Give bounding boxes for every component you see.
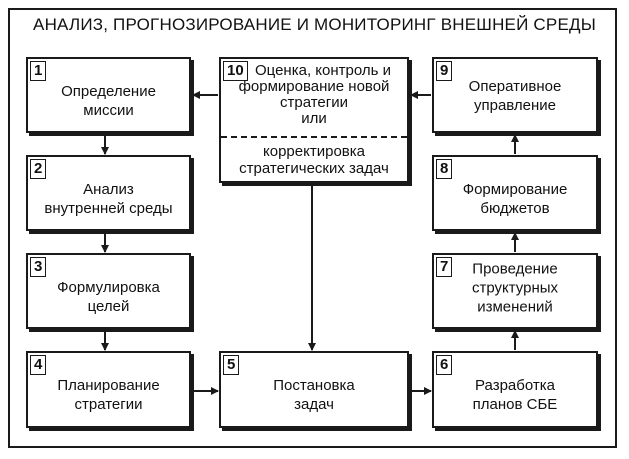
box-7-structural-changes: 7 Проведение структурных изменений — [432, 253, 598, 329]
box-5-task-setting: 5 Постановка задач — [219, 351, 409, 428]
box-10-line-2: формирование новой — [238, 78, 390, 95]
box-8-budgets: 8 Формирование бюджетов — [432, 155, 598, 231]
box-3-number: 3 — [30, 257, 47, 277]
box-3-line-1: Формулировка — [57, 278, 160, 296]
box-8-line-1: Формирование — [462, 180, 568, 198]
box-5-line-2: задач — [294, 396, 334, 414]
box-6-number: 6 — [436, 355, 453, 375]
box-10-line-4: или — [301, 110, 327, 127]
box-2-number: 2 — [30, 159, 47, 179]
box-5-line-1: Постановка — [273, 377, 355, 395]
box-7-number: 7 — [436, 257, 453, 277]
box-9-line-1: Оперативное — [468, 78, 562, 96]
box-1-mission: 1 Определение миссии — [26, 57, 191, 133]
box-1-number: 1 — [30, 61, 47, 81]
box-10-number: 10 — [223, 61, 248, 81]
box-4-line-1: Планирование — [57, 377, 160, 395]
box-7-line-1: Проведение — [472, 260, 558, 278]
box-9-line-2: управление — [473, 97, 557, 115]
box-4-number: 4 — [30, 355, 47, 375]
box-3-goals: 3 Формулировка целей — [26, 253, 191, 329]
box-2-line-2: внутренней среды — [44, 199, 173, 217]
box-3-line-2: целей — [87, 297, 130, 315]
box-7-line-3: изменений — [477, 298, 553, 316]
box-6-line-1: Разработка — [475, 377, 555, 395]
box-10-line-3: стратегии — [280, 94, 348, 111]
box-6-sbu-plans: 6 Разработка планов СБЕ — [432, 351, 598, 428]
box-8-number: 8 — [436, 159, 453, 179]
box-5-number: 5 — [223, 355, 240, 375]
box-7-line-2: структурных — [471, 279, 559, 297]
box-9-number: 9 — [436, 61, 453, 81]
box-10-line-1: Оценка, контроль и — [255, 62, 391, 79]
box-4-line-2: стратегии — [74, 396, 143, 414]
box-9-operational-management: 9 Оперативное управление — [432, 57, 598, 133]
box-10-dashed-divider — [221, 136, 407, 138]
box-2-internal-analysis: 2 Анализ внутренней среды — [26, 155, 191, 231]
box-10-bottom-line-2: стратегических задач — [239, 160, 389, 177]
diagram-title: АНАЛИЗ, ПРОГНОЗИРОВАНИЕ И МОНИТОРИНГ ВНЕ… — [33, 15, 596, 34]
box-2-line-1: Анализ — [83, 180, 134, 198]
box-6-line-2: планов СБЕ — [472, 396, 558, 414]
box-1-line-1: Определение — [61, 82, 156, 100]
outer-frame — [8, 8, 617, 448]
box-4-strategy-planning: 4 Планирование стратегии — [26, 351, 191, 428]
box-10-evaluation-control: 10 Оценка, контроль и формирование новой… — [219, 57, 409, 183]
box-8-line-2: бюджетов — [480, 199, 550, 217]
box-10-bottom-line-1: корректировка — [263, 143, 365, 160]
box-1-line-2: миссии — [83, 101, 134, 119]
